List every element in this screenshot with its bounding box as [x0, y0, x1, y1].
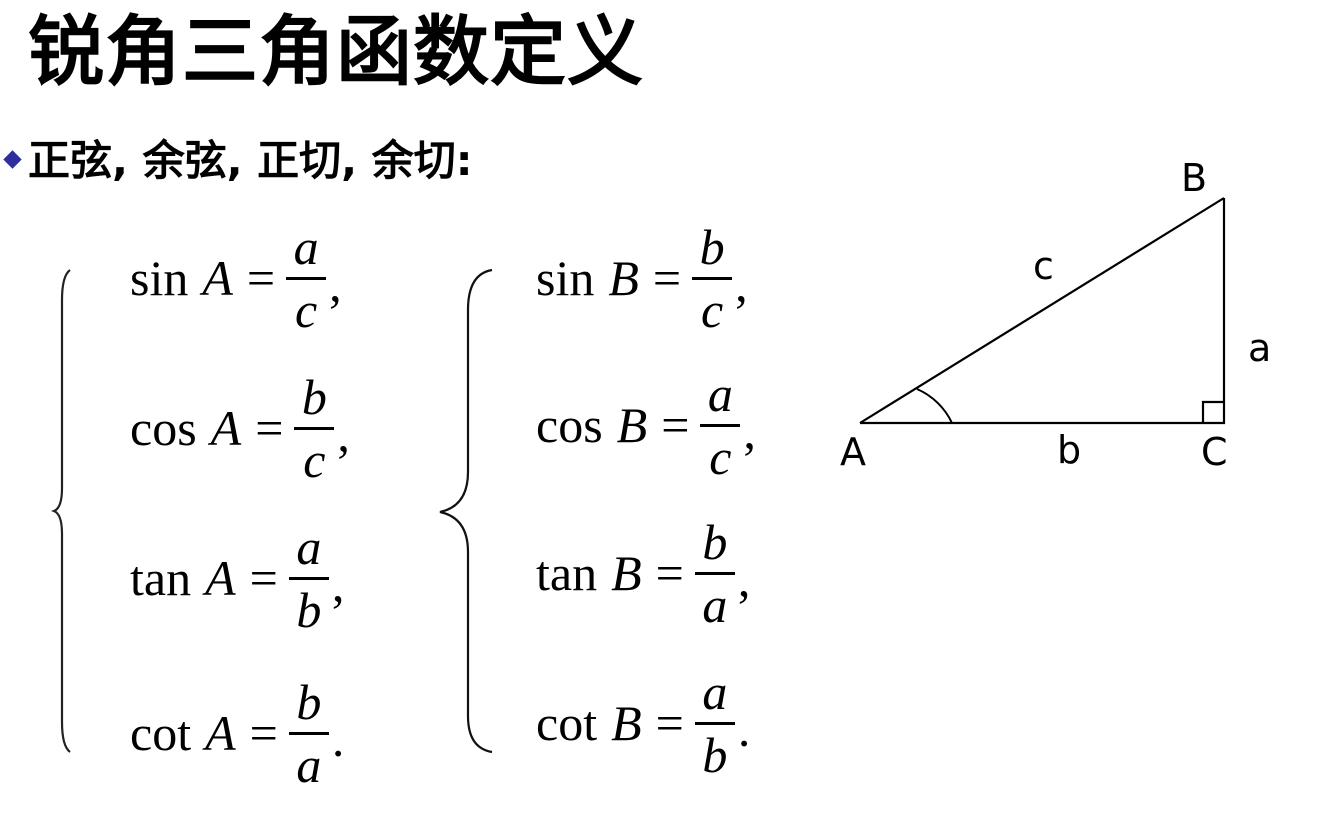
angle-variable: B [608, 250, 639, 306]
denominator: b [702, 726, 728, 783]
punctuation: , [737, 551, 751, 607]
punctuation: , [735, 256, 748, 312]
fraction-bar [692, 276, 733, 280]
equals-sign: = [661, 397, 690, 453]
function-name: cos [536, 397, 603, 453]
denominator: a [296, 736, 322, 793]
side-label-c: c [1033, 244, 1054, 288]
fraction-bar [700, 423, 741, 427]
equals-sign: = [246, 250, 276, 306]
function-name: tan [130, 550, 192, 606]
angle-a-arc-icon [916, 388, 953, 424]
formula-cot-b: cot B = a b . [536, 658, 750, 788]
numerator: a [293, 218, 319, 275]
slide-title: 锐角三角函数定义 [28, 7, 644, 96]
angle-variable: A [205, 550, 236, 606]
fraction-bar [288, 731, 329, 735]
function-name: cot [536, 695, 598, 751]
fraction-bar [294, 426, 335, 430]
punctuation: , [743, 403, 756, 459]
punctuation: , [331, 556, 345, 612]
formula-cot-a: cot A = b a . [130, 668, 344, 798]
denominator: c [295, 281, 318, 338]
punctuation: , [337, 406, 350, 462]
formula-tan-a: tan A = a b , [130, 513, 344, 643]
punctuation: . [737, 701, 751, 757]
side-c-line [859, 197, 1225, 424]
vertex-label-c: C [1201, 430, 1228, 474]
side-label-b: b [1057, 428, 1082, 472]
angle-variable: A [210, 400, 242, 456]
vertex-label-a: A [840, 430, 866, 474]
equals-sign: = [655, 545, 684, 601]
angle-variable: B [611, 545, 642, 601]
function-name: sin [536, 250, 595, 306]
fraction: b a [694, 512, 736, 635]
fraction: a b [694, 662, 736, 785]
formula-sin-b: sin B = b c , [536, 213, 748, 343]
vertex-label-b: B [1181, 156, 1208, 200]
angle-variable: B [611, 695, 642, 751]
formula-cos-a: cos A = b c , [130, 363, 350, 493]
numerator: b [702, 513, 728, 570]
function-name: tan [536, 545, 598, 601]
angle-variable: B [616, 397, 648, 453]
angle-variable: A [205, 705, 236, 761]
subtitle-row: 正弦, 余弦, 正切, 余切: [2, 136, 473, 186]
denominator: c [303, 431, 326, 488]
equals-sign: = [652, 250, 682, 306]
fraction-bar [286, 276, 327, 280]
numerator: b [296, 673, 322, 730]
formula-cos-b: cos B = a c , [536, 360, 756, 490]
equals-sign: = [249, 550, 278, 606]
fraction: b a [288, 672, 330, 795]
punctuation: , [329, 256, 342, 312]
equals-sign: = [655, 695, 684, 751]
denominator: b [296, 581, 322, 638]
formula-sin-a: sin A = a c , [130, 213, 342, 343]
formula-tan-b: tan B = b a , [536, 508, 750, 638]
function-name: cot [130, 705, 192, 761]
right-brace-icon [439, 268, 493, 754]
subtitle: 正弦, 余弦, 正切, 余切: [28, 136, 473, 185]
denominator: c [709, 428, 732, 485]
numerator: a [296, 518, 322, 575]
numerator: a [702, 663, 728, 720]
function-name: sin [130, 250, 189, 306]
fraction-bar [288, 576, 329, 580]
numerator: a [707, 365, 733, 422]
function-name: cos [130, 400, 197, 456]
numerator: b [699, 218, 725, 275]
fraction: a b [288, 517, 330, 640]
numerator: b [301, 368, 327, 425]
left-brace-icon [50, 269, 71, 753]
right-angle-marker-icon [1201, 400, 1224, 423]
punctuation: . [331, 711, 345, 767]
equals-sign: = [249, 705, 278, 761]
fraction-bar [694, 571, 735, 575]
fraction: a c [699, 364, 741, 487]
fraction-bar [694, 721, 735, 725]
side-label-a: a [1248, 326, 1272, 370]
equals-sign: = [255, 400, 284, 456]
denominator: a [702, 576, 728, 633]
angle-variable: A [202, 250, 233, 306]
fraction: b c [293, 367, 335, 490]
fraction: a c [285, 217, 327, 340]
diamond-bullet-icon [3, 149, 22, 169]
fraction: b c [691, 217, 733, 340]
denominator: c [701, 281, 724, 338]
